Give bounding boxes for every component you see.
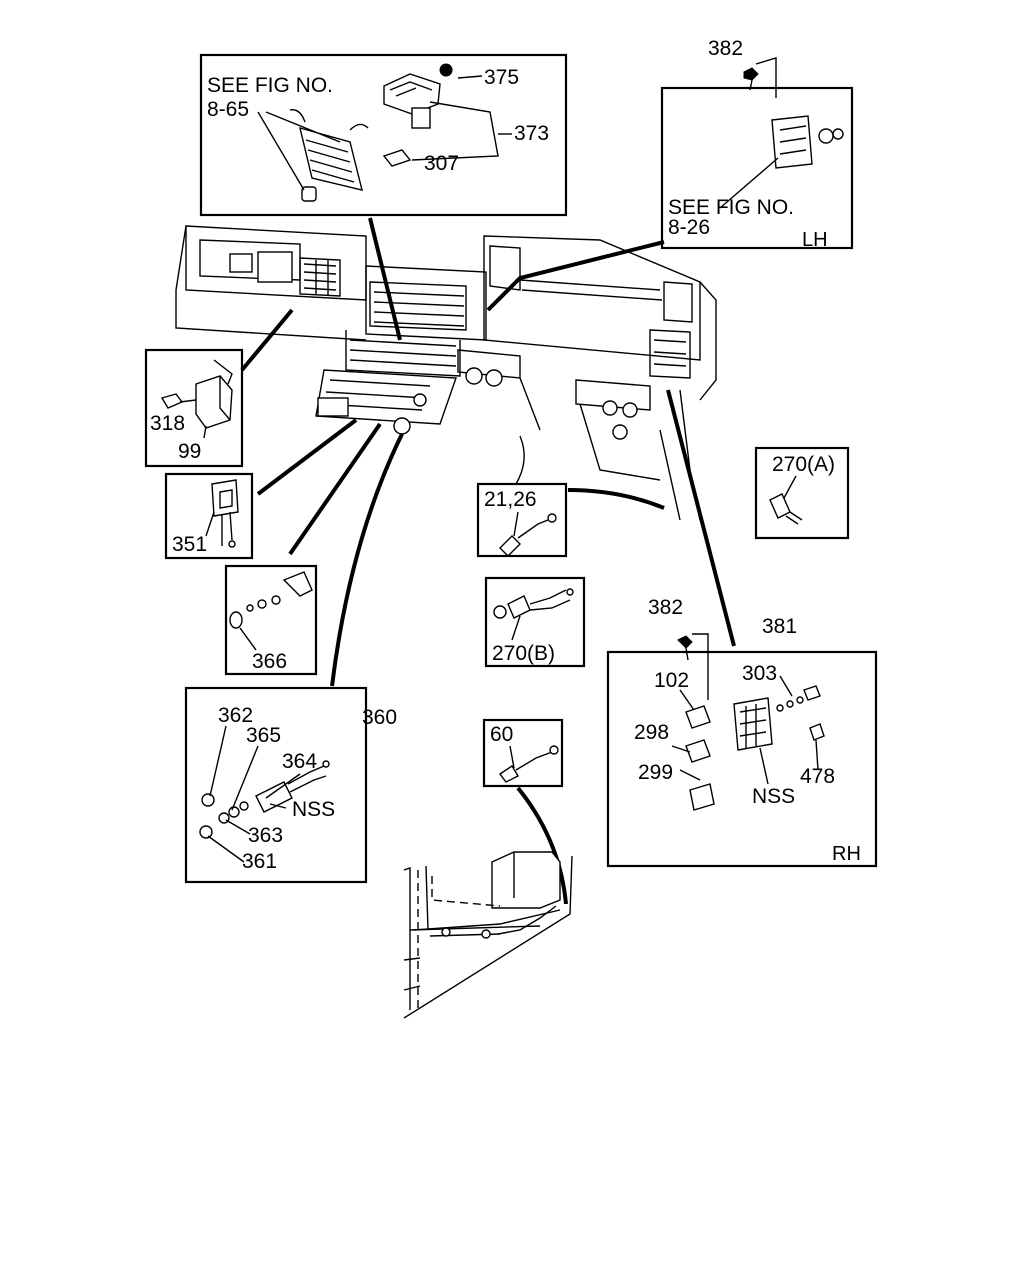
label-478: 478 [800,765,835,788]
label-303: 303 [742,662,777,685]
label-102: 102 [654,669,689,692]
leader-line-60 [516,786,568,905]
label-375: 375 [484,66,519,89]
bulb-270a-part [769,493,803,525]
leader-line-381 [666,389,736,647]
leader-line-366 [288,422,382,556]
bulb-2126-part [499,513,557,557]
lh-label: LH [802,229,828,251]
label-360: 360 [362,706,397,729]
lh-switch-part [771,115,844,169]
label-298: 298 [634,721,669,744]
fig-ref-8-65: 8-65 [207,98,249,121]
detail-box-60: 60 [482,718,564,788]
bulb-60-part [498,745,559,783]
leader-line-8-65 [368,217,402,341]
label-2126: 21,26 [484,488,537,511]
detail-box-relay: 318 99 [144,348,244,468]
label-362: 362 [218,704,253,727]
label-366: 366 [252,650,287,673]
label-318: 318 [150,412,185,435]
detail-box-270a: 270(A) [754,446,850,540]
rh-label: RH [832,843,861,865]
lower-underdash-assembly [403,851,573,1019]
label-270a: 270(A) [772,453,835,476]
detail-box-366: 366 [224,564,318,676]
knob-366-part [229,571,313,629]
relay-part [160,359,233,429]
label-361: 361 [242,850,277,873]
label-99: 99 [178,440,201,463]
label-382-top: 382 [708,37,743,60]
see-fig-label-lh: SEE FIG NO. [668,196,794,219]
label-364: 364 [282,750,317,773]
detail-box-lh: 382 SEE FIG NO. 8-26 LH [660,37,854,251]
leader-line-360 [330,433,404,687]
label-299: 299 [638,761,673,784]
switch-360-part [199,760,330,839]
leader-line-2126-b [515,435,525,485]
socket-270b-part [493,588,574,619]
label-351: 351 [172,533,207,556]
leader-line-318 [240,308,294,372]
detail-box-351: 351 [164,472,254,560]
label-nss-left: NSS [292,798,335,821]
see-fig-label-top: SEE FIG NO. [207,74,333,97]
leader-line-351 [256,418,358,496]
label-307: 307 [424,152,459,175]
detail-box-2126: 21,26 [476,482,568,558]
detail-box-360: 360 362 365 364 NSS 363 361 [184,686,397,884]
dashboard-illustration [175,225,717,521]
label-60: 60 [490,723,513,746]
rh-switch-part [685,685,825,811]
switch-351-part [211,479,239,548]
switch-module-part [382,63,453,167]
leader-line-2126 [567,488,665,510]
heater-control-panel-part [289,109,369,202]
detail-box-270b: 270(B) [484,576,586,668]
label-nss-rh: NSS [752,785,795,808]
leader-line-lh [486,240,665,312]
label-382-rh: 382 [648,596,683,619]
detail-box-fig-8-65: SEE FIG NO. 8-65 375 373 307 [199,53,568,217]
label-363: 363 [248,824,283,847]
label-373: 373 [514,122,549,145]
label-270b: 270(B) [492,642,555,665]
detail-box-rh: 382 381 102 303 298 299 478 NSS RH [606,596,878,868]
label-365: 365 [246,724,281,747]
fig-ref-8-26: 8-26 [668,216,710,239]
label-381: 381 [762,615,797,638]
